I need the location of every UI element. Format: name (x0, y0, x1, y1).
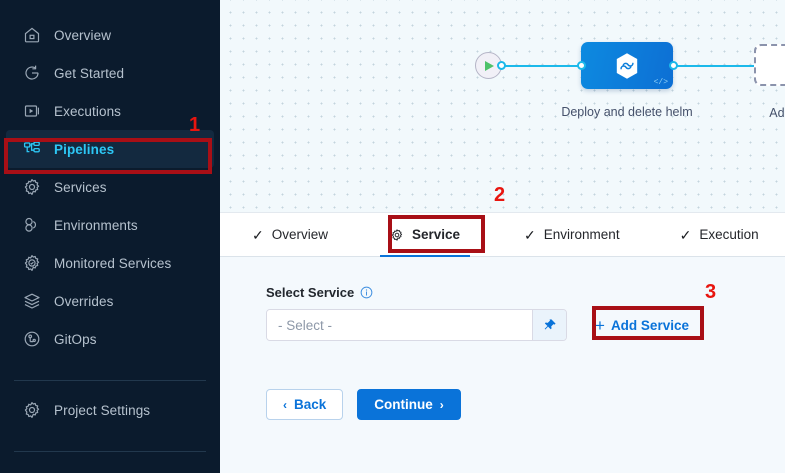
chevron-right-icon: › (439, 397, 444, 412)
add-stage-label: Add Stage (769, 106, 785, 120)
back-button[interactable]: ‹ Back (266, 389, 344, 420)
sidebar-item-services[interactable]: Services (6, 168, 214, 206)
sidebar-item-environments[interactable]: Environments (6, 206, 214, 244)
add-stage-button[interactable]: + (754, 44, 785, 86)
gear-icon (390, 228, 404, 242)
stage-node-label: Deploy and delete helm (561, 105, 693, 119)
sidebar-item-label: GitOps (54, 331, 97, 347)
sidebar-item-label: Overview (54, 27, 112, 43)
sidebar-item-get-started[interactable]: Get Started (6, 54, 214, 92)
pipeline-icon (22, 139, 42, 159)
sidebar-item-label: Services (54, 179, 107, 195)
play-box-icon (22, 101, 42, 121)
gitops-icon (22, 329, 42, 349)
sidebar: Overview Get Started Executions (0, 0, 220, 473)
add-service-button[interactable]: + Add Service (587, 309, 697, 341)
tab-overview[interactable]: ✓ Overview (238, 212, 342, 257)
chevron-left-icon: ‹ (283, 397, 287, 412)
continue-label: Continue (374, 397, 433, 412)
play-icon (485, 60, 494, 71)
tab-label: Overview (271, 227, 328, 242)
pin-button[interactable] (532, 310, 566, 340)
sidebar-item-gitops[interactable]: GitOps (6, 320, 214, 358)
sidebar-item-pipelines[interactable]: Pipelines (6, 130, 214, 168)
port-stage-in (577, 61, 586, 70)
gear-icon (22, 400, 42, 420)
sidebar-item-label: Environments (54, 217, 138, 233)
check-icon: ✓ (524, 226, 536, 243)
sidebar-item-label: Monitored Services (54, 255, 172, 271)
sidebar-item-overview[interactable]: Overview (6, 16, 214, 54)
helm-hexagon-icon (614, 52, 640, 80)
tab-environment[interactable]: ✓ Environment (510, 212, 634, 257)
sidebar-item-label: Pipelines (54, 141, 115, 157)
sidebar-item-overrides[interactable]: Overrides (6, 282, 214, 320)
pipeline-canvas[interactable]: </> Deploy and delete helm + Add Stage (220, 0, 785, 212)
main-content: </> Deploy and delete helm + Add Stage ✓… (220, 0, 785, 473)
tab-label: Environment (543, 227, 620, 242)
select-service-label-row: Select Service (266, 285, 785, 300)
sidebar-item-executions[interactable]: Executions (6, 92, 214, 130)
stage-tabbar: ✓ Overview Service ✓ Environment ✓ Execu… (220, 212, 785, 258)
stage-node-deploy-and-delete-helm[interactable]: </> (581, 42, 673, 89)
environments-icon (22, 215, 42, 235)
sidebar-item-monitored-services[interactable]: Monitored Services (6, 244, 214, 282)
tab-label: Service (412, 227, 461, 242)
service-form: Select Service - Select - (220, 257, 785, 473)
select-service-label: Select Service (266, 285, 355, 300)
gear-check-icon (22, 253, 42, 273)
continue-button[interactable]: Continue › (357, 389, 461, 420)
plus-icon: + (595, 315, 605, 335)
check-icon: ✓ (679, 226, 692, 243)
tab-service[interactable]: Service (376, 212, 474, 258)
sidebar-divider-bottom (14, 451, 206, 452)
select-service-input[interactable]: - Select - (267, 310, 532, 340)
info-icon[interactable] (360, 286, 373, 299)
tab-label: Execution (699, 227, 759, 242)
select-service-row: - Select - + Add Service (266, 309, 785, 341)
sidebar-divider-top (14, 380, 206, 381)
connector-wire (498, 65, 586, 67)
connector-wire (670, 65, 760, 67)
form-actions: ‹ Back Continue › (266, 389, 785, 420)
sidebar-item-label: Project Settings (54, 402, 151, 418)
check-icon: ✓ (252, 226, 264, 243)
layers-icon (22, 291, 42, 311)
gear-icon (22, 177, 42, 197)
port-start (497, 61, 506, 70)
tab-execution[interactable]: ✓ Execution (666, 212, 773, 257)
rotate-arrow-icon (22, 63, 42, 83)
sidebar-item-label: Get Started (54, 65, 125, 81)
sidebar-item-label: Executions (54, 103, 122, 119)
select-service-control[interactable]: - Select - (266, 309, 567, 341)
port-stage-out (669, 61, 678, 70)
back-label: Back (294, 397, 327, 412)
sidebar-item-project-settings[interactable]: Project Settings (6, 391, 214, 429)
sidebar-item-label: Overrides (54, 293, 114, 309)
add-service-label: Add Service (610, 317, 689, 333)
pin-icon (543, 318, 557, 332)
home-icon (22, 25, 42, 45)
code-badge-icon: </> (653, 78, 668, 87)
